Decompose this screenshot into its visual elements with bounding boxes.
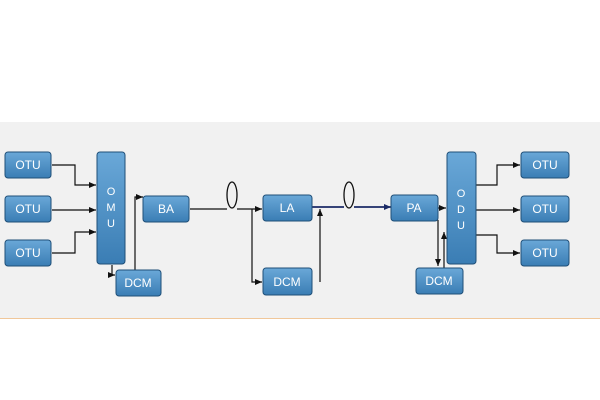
dcm-2: DCM	[262, 267, 313, 296]
link-dcm1-ba	[134, 194, 143, 270]
otu-in-2: OTU	[4, 195, 52, 223]
odu-letter-3: U	[457, 220, 465, 232]
otu-out-2-label: OTU	[532, 202, 557, 216]
dcm-3-label: DCM	[425, 274, 452, 288]
dcm-3: DCM	[415, 267, 464, 295]
omu-letter-3: U	[107, 218, 115, 230]
omu-letter-1: O	[107, 186, 116, 198]
link-omu-dcm1	[108, 265, 115, 278]
la-block: LA	[262, 194, 313, 222]
otu-out-1-label: OTU	[532, 158, 557, 172]
omu-block: O M U	[96, 151, 126, 265]
fiber-span-2-icon	[343, 181, 355, 209]
fiber-span-1-icon	[226, 181, 238, 209]
otu-in-2-label: OTU	[15, 202, 40, 216]
ba-block: BA	[142, 195, 190, 223]
pa-label: PA	[406, 201, 421, 215]
otu-in-1-label: OTU	[15, 158, 40, 172]
la-label: LA	[280, 201, 295, 215]
dcm-2-label: DCM	[273, 275, 300, 289]
link-otu1-omu	[52, 164, 96, 188]
otu-in-3: OTU	[4, 239, 52, 267]
link-odu-otu1	[476, 162, 520, 186]
odu-block: O D U	[446, 151, 477, 265]
otu-out-3-label: OTU	[532, 246, 557, 260]
otu-in-3-label: OTU	[15, 246, 40, 260]
dcm-1: DCM	[115, 269, 162, 297]
ba-label: BA	[158, 202, 174, 216]
otu-in-1: OTU	[4, 151, 52, 179]
link-odu-otu3	[476, 234, 520, 256]
otu-out-3: OTU	[520, 239, 570, 267]
dcm-1-label: DCM	[124, 276, 151, 290]
otu-out-2: OTU	[520, 195, 570, 223]
pa-block: PA	[390, 194, 439, 222]
link-otu3-omu	[52, 229, 96, 254]
odu-letter-1: O	[457, 188, 466, 200]
odu-letter-2: D	[457, 204, 465, 216]
otu-out-1: OTU	[520, 151, 570, 179]
link-span1-dcm2	[251, 209, 262, 285]
omu-letter-2: M	[106, 202, 115, 214]
